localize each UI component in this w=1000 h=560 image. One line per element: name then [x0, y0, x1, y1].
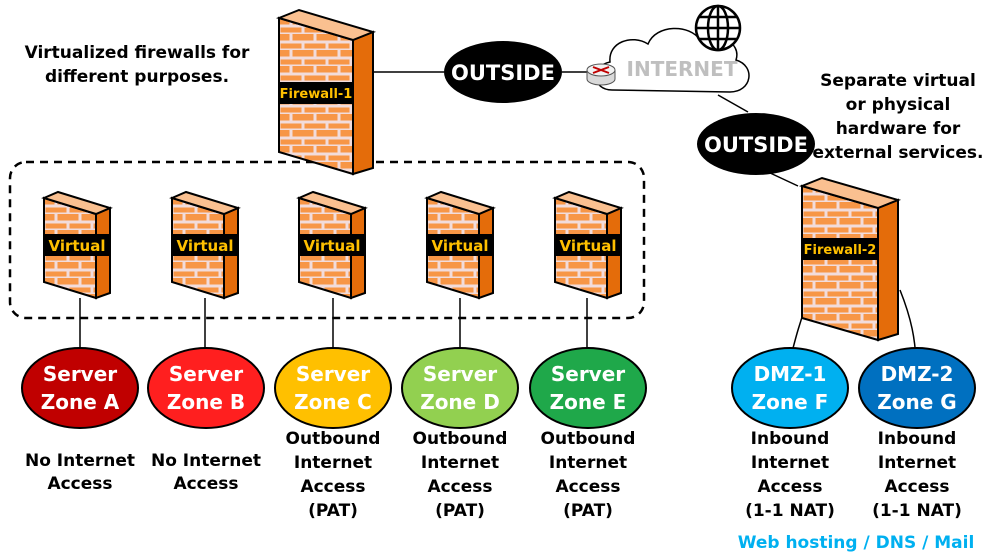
zone-access-line: Access: [555, 477, 620, 497]
footer-services-note: Web hosting / DNS / Mail: [738, 533, 975, 553]
note-line: Separate virtual: [820, 71, 976, 91]
zone-subtitle: Zone G: [877, 390, 956, 414]
internet-label: INTERNET: [627, 57, 738, 81]
zone-access-line: (PAT): [308, 501, 358, 521]
zone-subtitle: Zone D: [420, 390, 500, 414]
outside-node-1: OUTSIDE: [444, 41, 562, 103]
zone-ellipse: [21, 347, 139, 429]
zone-access-line: Outbound: [413, 429, 508, 449]
zone-access-line: Access: [884, 477, 949, 497]
zone-access-line: Outbound: [286, 429, 381, 449]
zone-access-line: Inbound: [878, 429, 957, 449]
zone-f: DMZ-1 Zone F Inbound Internet Access (1-…: [731, 347, 849, 521]
zone-access-line: (PAT): [435, 501, 485, 521]
router-icon: [586, 63, 616, 86]
zone-subtitle: Zone B: [167, 390, 245, 414]
firewall-1: Firewall-1: [275, 8, 377, 176]
virtual-label: Virtual: [304, 237, 361, 255]
zone-access-line: Access: [300, 477, 365, 497]
firewall-label-band: [279, 82, 353, 104]
zone-title: Server: [551, 362, 625, 386]
outside-label: OUTSIDE: [451, 61, 555, 85]
zone-title: Server: [296, 362, 370, 386]
zone-ellipse: [858, 347, 976, 429]
virtual-label-band: [299, 234, 365, 256]
virtual-label: Virtual: [560, 237, 617, 255]
virtual-firewall-2: Virtual: [169, 190, 241, 300]
firewall-label: Firewall-2: [804, 243, 877, 258]
zone-d: Server Zone D Outbound Internet Access (…: [401, 347, 519, 521]
virtual-label-band: [172, 234, 238, 256]
zone-ellipse: [274, 347, 392, 429]
zone-title: DMZ-2: [881, 362, 954, 386]
note-line: different purposes.: [45, 67, 229, 87]
zone-ellipse: [731, 347, 849, 429]
note-line: external services.: [813, 143, 984, 163]
zone-access-line: (1-1 NAT): [745, 501, 835, 521]
outside-node-2: OUTSIDE: [697, 113, 815, 175]
zone-access-line: Access: [47, 474, 112, 494]
virtual-label: Virtual: [432, 237, 489, 255]
virtual-label: Virtual: [49, 237, 106, 255]
zone-access-line: Inbound: [751, 429, 830, 449]
note-line: or physical: [846, 95, 951, 115]
zone-access-line: Internet: [549, 453, 627, 473]
note-right: Separate virtual or physical hardware fo…: [813, 71, 984, 163]
internet-cloud: INTERNET: [586, 4, 750, 93]
note-left: Virtualized firewalls for different purp…: [25, 43, 250, 87]
zone-title: Server: [43, 362, 117, 386]
zone-title: DMZ-1: [754, 362, 827, 386]
zone-access-line: Internet: [878, 453, 956, 473]
zone-c: Server Zone C Outbound Internet Access (…: [274, 347, 392, 521]
zone-subtitle: Zone F: [752, 390, 829, 414]
outside-label: OUTSIDE: [704, 133, 808, 157]
zone-g: DMZ-2 Zone G Inbound Internet Access (1-…: [858, 347, 976, 521]
zone-access-line: Access: [173, 474, 238, 494]
virtual-firewall-4: Virtual: [424, 190, 496, 300]
zone-title: Server: [169, 362, 243, 386]
zone-access-line: No Internet: [151, 451, 261, 471]
virtual-firewall-3: Virtual: [296, 190, 368, 300]
zone-access-line: Internet: [751, 453, 829, 473]
virtual-firewall-5: Virtual: [552, 190, 624, 300]
link-internet-outside2: [717, 94, 749, 113]
zone-subtitle: Zone A: [41, 390, 120, 414]
zone-title: Server: [423, 362, 497, 386]
note-line: Virtualized firewalls for: [25, 43, 250, 63]
zone-b: Server Zone B No Internet Access: [147, 347, 265, 494]
link-outside2-fw2: [767, 171, 799, 187]
zone-a: Server Zone A No Internet Access: [21, 347, 139, 494]
zone-access-line: Internet: [421, 453, 499, 473]
virtual-label-band: [44, 234, 110, 256]
virtual-label-band: [427, 234, 493, 256]
zone-access-line: (1-1 NAT): [872, 501, 962, 521]
outside-ellipse: [444, 41, 562, 103]
globe-icon: [694, 4, 742, 52]
zone-access-line: Access: [757, 477, 822, 497]
firewall-label-band: [802, 238, 878, 260]
zone-ellipse: [529, 347, 647, 429]
zone-subtitle: Zone C: [294, 390, 372, 414]
virtual-firewall-1: Virtual: [41, 190, 113, 300]
firewall-label: Firewall-1: [280, 87, 353, 102]
zone-access-line: Access: [427, 477, 492, 497]
outside-ellipse: [697, 113, 815, 175]
virtual-label-band: [555, 234, 621, 256]
zone-ellipse: [147, 347, 265, 429]
zone-subtitle: Zone E: [550, 390, 627, 414]
zone-access-line: No Internet: [25, 451, 135, 471]
zone-access-line: Outbound: [541, 429, 636, 449]
virtual-label: Virtual: [177, 237, 234, 255]
firewall-2: Firewall-2: [798, 176, 902, 342]
zone-access-line: Internet: [294, 453, 372, 473]
zone-e: Server Zone E Outbound Internet Access (…: [529, 347, 647, 521]
note-line: hardware for: [836, 119, 961, 139]
zone-access-line: (PAT): [563, 501, 613, 521]
zone-ellipse: [401, 347, 519, 429]
